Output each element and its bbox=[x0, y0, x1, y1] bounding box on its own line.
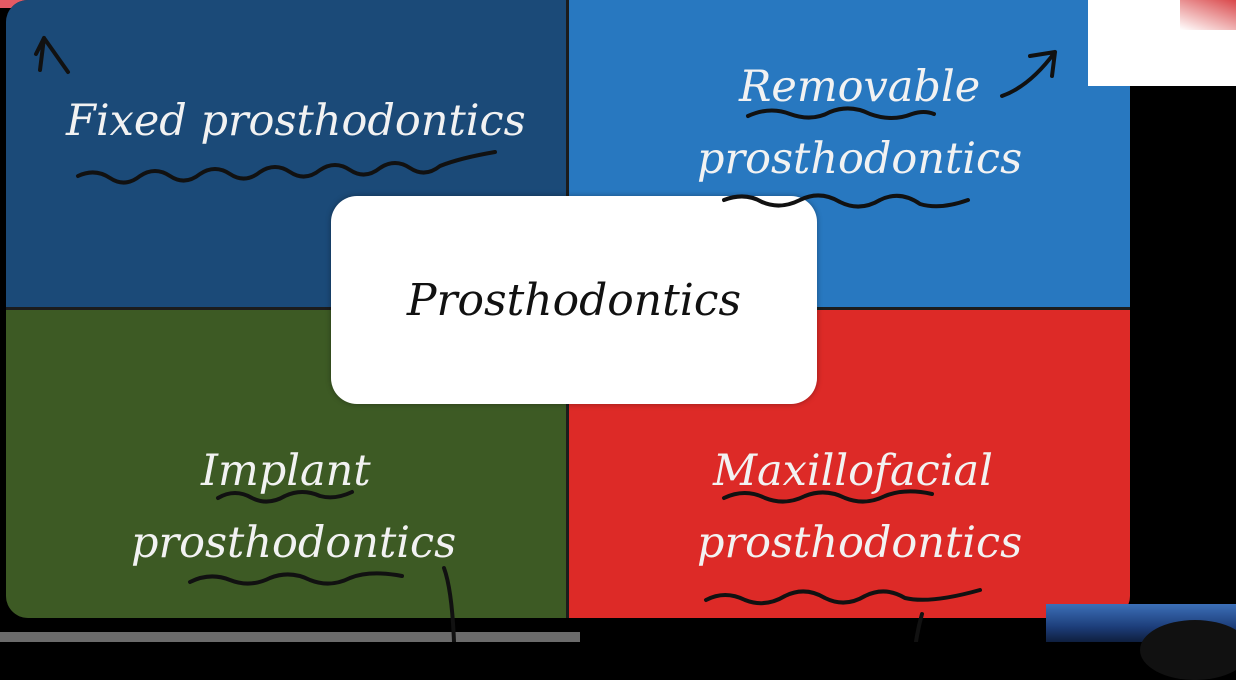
video-thumbnail-silhouette bbox=[1140, 620, 1236, 680]
center-node: Prosthodontics bbox=[331, 196, 817, 404]
quadrant-removable-label-line2: prosthodontics bbox=[697, 128, 1022, 190]
bottom-strip bbox=[0, 632, 580, 642]
center-label: Prosthodontics bbox=[407, 275, 741, 326]
quadrant-implant-label-line2: prosthodontics bbox=[131, 512, 456, 574]
quadrant-maxillofacial-label-line2: prosthodontics bbox=[697, 512, 1022, 574]
corner-red-accent bbox=[1180, 0, 1236, 30]
connector-line-maxillofacial bbox=[916, 614, 922, 642]
quadrant-removable-label-line1: Removable bbox=[739, 56, 980, 118]
quadrant-maxillofacial-label-line1: Maxillofacial bbox=[713, 440, 993, 502]
quadrant-implant-label-line1: Implant bbox=[201, 440, 371, 502]
diagram-board: Fixed prosthodontics Removable prosthodo… bbox=[6, 0, 1130, 618]
quadrant-fixed-label: Fixed prosthodontics bbox=[66, 90, 526, 152]
